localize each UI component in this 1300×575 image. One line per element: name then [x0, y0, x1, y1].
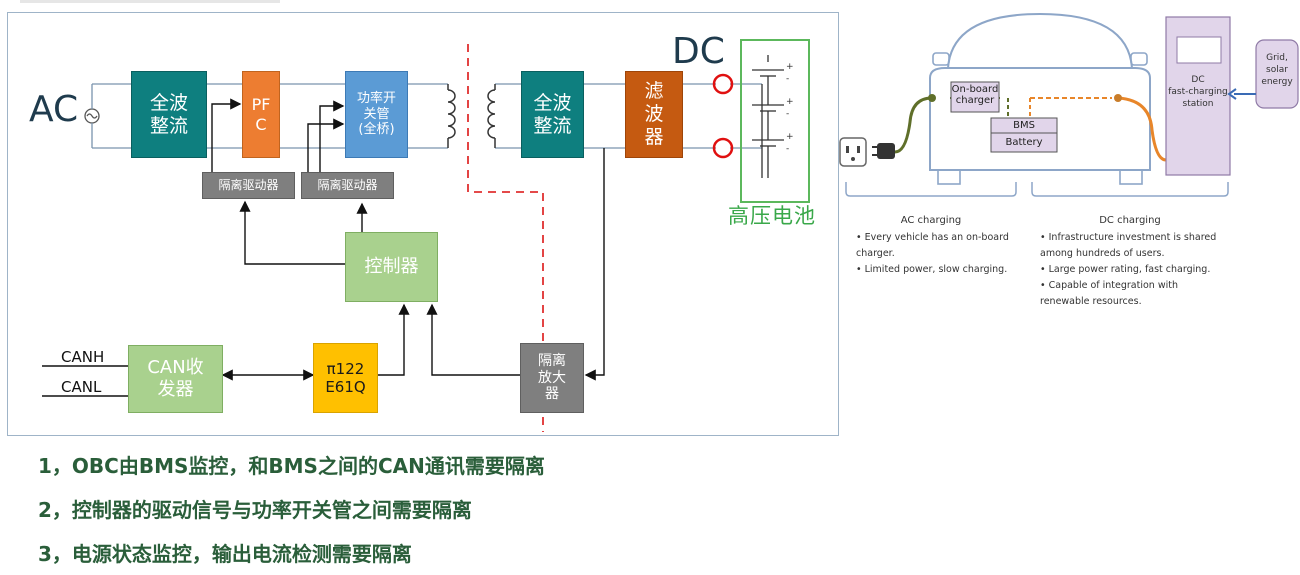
dc-label: DC	[672, 31, 725, 72]
dc-bullet-1: • Infrastructure investment is shared am…	[1040, 232, 1217, 259]
dc-terminal-positive	[712, 73, 734, 95]
dc-terminal-negative	[712, 137, 734, 159]
note-3: 3，电源状态监控，输出电流检测需要隔离	[38, 542, 412, 566]
top-bar	[20, 0, 280, 3]
dc-station-label: DC fast-charging station	[1168, 75, 1228, 109]
onboard-charger-label: On-board charger	[951, 84, 999, 106]
output-rectifier-block: 全波 整流	[521, 71, 584, 158]
power-switch-block: 功率开 关管 (全桥)	[345, 71, 408, 158]
input-rectifier-block: 全波 整流	[131, 71, 207, 158]
ac-source-symbol	[84, 84, 100, 148]
grid-label: Grid, solar energy	[1261, 53, 1293, 87]
svg-text:-: -	[786, 109, 789, 119]
svg-text:-: -	[786, 144, 789, 154]
battery-label: 高压电池	[728, 204, 816, 228]
bms-label: BMS	[1013, 120, 1035, 131]
filter-block: 滤 波 器	[625, 71, 683, 158]
can-transceiver-block: CAN收 发器	[128, 345, 223, 413]
control-wires	[42, 98, 605, 397]
ac-bullet-2: • Limited power, slow charging.	[856, 264, 1008, 275]
ac-label: AC	[29, 89, 79, 130]
canh-label: CANH	[61, 348, 105, 366]
transformer-symbol	[447, 84, 496, 148]
svg-text:+: +	[786, 132, 794, 142]
digital-isolator-block: π122 E61Q	[313, 343, 378, 413]
pfc-block: PF C	[242, 71, 280, 158]
ac-charging-bullets: • Every vehicle has an on-board charger.…	[856, 230, 1016, 278]
note-2: 2，控制器的驱动信号与功率开关管之间需要隔离	[38, 498, 472, 522]
battery-cells	[752, 55, 784, 178]
isolated-driver-1-block: 隔离驱动器	[202, 172, 295, 199]
controller-block: 控制器	[345, 232, 438, 302]
isolation-amplifier-block: 隔离 放大 器	[520, 343, 584, 413]
isolated-driver-2-block: 隔离驱动器	[301, 172, 394, 199]
diagram-frame	[7, 12, 839, 436]
isolation-boundary	[467, 44, 544, 432]
svg-text:+: +	[786, 97, 794, 107]
ev-battery-label: Battery	[1005, 137, 1043, 148]
canl-label: CANL	[61, 378, 102, 396]
ac-charging-title: AC charging	[900, 215, 962, 226]
svg-text:+: +	[786, 62, 794, 72]
dc-charging-bullets: • Infrastructure investment is shared am…	[1040, 230, 1230, 310]
svg-text:-: -	[786, 74, 789, 84]
dc-bullet-2: • Large power rating, fast charging.	[1040, 264, 1211, 275]
dc-bullet-3: • Capable of integration with renewable …	[1040, 280, 1179, 307]
dc-charging-title: DC charging	[1099, 215, 1161, 226]
ac-bullet-1: • Every vehicle has an on-board charger.	[856, 232, 1009, 259]
note-1: 1，OBC由BMS监控，和BMS之间的CAN通讯需要隔离	[38, 454, 545, 478]
battery-box	[740, 39, 810, 203]
